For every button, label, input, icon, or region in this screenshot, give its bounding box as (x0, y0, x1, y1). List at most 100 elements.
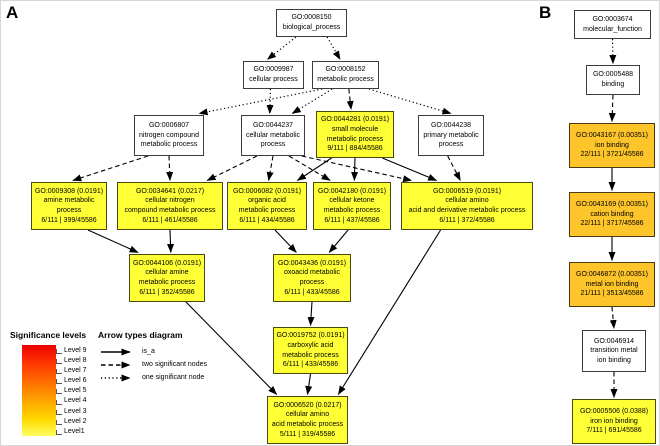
edge-dashed (301, 155, 413, 183)
edge-dashed (206, 155, 258, 181)
node-text-line: cellular ketone (329, 197, 375, 205)
node-text-line: primary metabolic (423, 131, 479, 139)
node-text-line: GO:0009987 (253, 66, 294, 74)
significance-level-label: Level 8 (56, 356, 87, 366)
node-text-line: GO:0044238 (430, 122, 472, 130)
node-text-line: GO:0034641 (0.0217) (135, 187, 205, 195)
node-text-line: acid and derivative metabolic process (408, 207, 526, 214)
node-text-line: metabolic process (326, 135, 384, 143)
significance-level-label: Level 3 (56, 407, 87, 417)
significance-level-label: Level 7 (56, 366, 87, 376)
arrow-type-row: two significant nodes (100, 358, 207, 371)
node-text-line: GO:0005506 (0.0388) (579, 408, 649, 416)
node-text-line: metabolic process (317, 76, 374, 83)
node-text-line: GO:0006520 (0.0217) (273, 401, 342, 409)
node-text-line: acid metabolic process (271, 421, 344, 428)
node-text-line: 21/111 | 3513/45586 (580, 290, 644, 298)
node-text-line: nitrogen compound (139, 131, 199, 139)
edge-dashed (346, 88, 354, 110)
node-text-line: molecular_function (583, 25, 642, 33)
node-text-line: GO:0009308 (0.0191) (34, 187, 104, 195)
go-node-go-0044281: GO:0044281 (0.0191)small molecule metabol… (316, 111, 394, 158)
node-text-line: 6/111 | 461/45586 (142, 216, 198, 224)
node-text-line: cellular amine (145, 269, 189, 277)
edge-solid (296, 157, 332, 181)
node-text-line: cellular amino (285, 411, 330, 419)
significance-level-label: Level 5 (56, 386, 87, 396)
node-text-line: 6/111 | 433/45586 (282, 361, 339, 369)
node-text-line: transition metal (590, 347, 638, 355)
node-text-line: cation binding (590, 210, 634, 218)
node-text-line: process (438, 141, 464, 149)
node-text-line: GO:0042180 (0.0191) (317, 187, 387, 195)
node-text-line: GO:0043169 (0.00351) (576, 201, 648, 209)
edge-solid (167, 229, 174, 253)
node-text-line: 22/111 | 3717/45586 (580, 220, 644, 228)
node-text-line: organic acid (248, 197, 286, 205)
edge-dashed (608, 94, 616, 122)
node-text-line: GO:0019752 (0.0191) (276, 332, 345, 340)
node-text-line: GO:0006082 (0.0191) (232, 187, 302, 195)
edge-dotted (291, 88, 333, 115)
go-node-go-0006520: GO:0006520 (0.0217) cellular amino acid me… (267, 396, 348, 444)
node-text-line: GO:0044281 (0.0191) (320, 116, 390, 124)
node-text-line: 6/111 | 399/45586 (41, 216, 97, 224)
node-text-line: GO:0044237 (252, 122, 294, 130)
node-text-line: binding (601, 81, 625, 88)
edge-solid (337, 229, 442, 395)
significance-level-label: Level1 (56, 427, 87, 437)
dashed-arrow-sample-icon (101, 361, 131, 368)
arrow-type-row: one significant node (100, 371, 207, 384)
edge-solid (307, 301, 315, 326)
significance-level-label: Level 9 (56, 346, 87, 356)
edge-dotted (326, 36, 341, 60)
node-text-line: metabolic process (140, 141, 198, 149)
node-text-line: process (299, 279, 325, 286)
node-text-line: 6/111 | 372/45586 (439, 216, 495, 224)
panel-a-label: A (6, 3, 19, 22)
node-text-line: ion binding (595, 141, 629, 149)
node-text-line: 7/111 | 691/45586 (586, 427, 642, 435)
node-text-line: compound metabolic process (124, 207, 216, 214)
edge-dotted (368, 88, 452, 115)
node-text-line: cellular process (249, 76, 298, 83)
dotted-arrow-sample-icon (101, 374, 131, 381)
node-text-line: small molecule (331, 125, 379, 133)
edge-solid (382, 157, 438, 182)
edge-dashed (609, 306, 617, 329)
edge-solid (351, 157, 359, 181)
significance-legend-title: Significance levels (10, 330, 87, 340)
edge-solid (185, 301, 278, 395)
edge-solid (328, 229, 349, 253)
edge-dotted (266, 88, 274, 114)
node-text-line: carboxylic acid (287, 341, 334, 349)
panel-b-label: B (539, 3, 552, 22)
node-text-line: 6/111 | 434/45586 (239, 216, 295, 224)
node-text-line: GO:0046872 (0.00351) (576, 271, 648, 279)
node-text-line: biological_process (282, 24, 341, 31)
node-text-line: GO:0008152 (325, 66, 366, 74)
node-text-line: 6/111 | 433/45586 (284, 288, 340, 296)
significance-level-label: Level 4 (56, 396, 87, 406)
node-text-line: metabolic process (138, 279, 196, 286)
go-node-go-0043436: GO:0043436 (0.0191) oxoacid metabolic proc… (273, 254, 351, 302)
edge-dotted (267, 36, 297, 60)
node-text-line: 5/111 | 319/45586 (279, 430, 336, 438)
significance-level-label: Level 6 (56, 376, 87, 386)
node-text-line: GO:0043436 (0.0191) (277, 259, 347, 267)
node-text-line: ion binding (597, 356, 631, 364)
node-text-line: oxoacid metabolic (283, 269, 341, 277)
solid-arrow-sample-icon (101, 348, 131, 355)
